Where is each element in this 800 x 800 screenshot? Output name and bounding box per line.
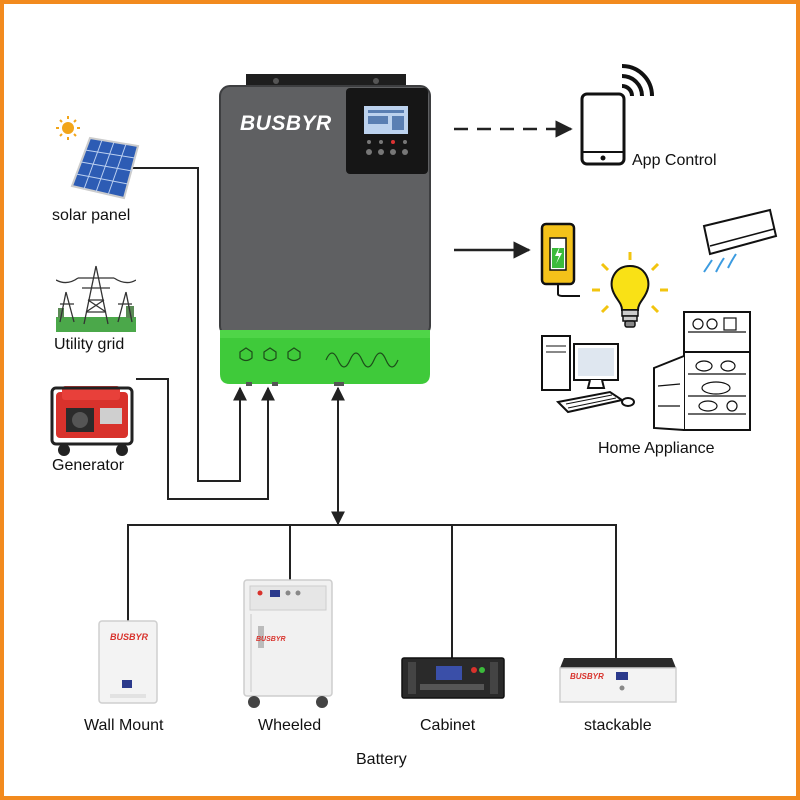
wall-mount-label: Wall Mount <box>84 717 164 734</box>
battery-caption: Battery <box>356 751 407 768</box>
generator-label: Generator <box>52 457 125 474</box>
connection-lines <box>127 120 617 664</box>
phone-charging-icon <box>540 222 580 297</box>
home-appliance-label: Home Appliance <box>598 440 715 457</box>
refrigerator-icon <box>653 311 751 431</box>
stackable-battery-icon <box>559 658 677 703</box>
generator-icon <box>50 386 134 456</box>
smartphone-wifi-icon <box>580 64 654 166</box>
utility-grid-label: Utility grid <box>54 336 125 353</box>
generator-wire <box>136 378 275 500</box>
wall-mount-battery-icon <box>98 620 158 704</box>
inverter-unit <box>219 74 431 386</box>
desktop-computer-icon <box>541 335 635 414</box>
solar-panel-label: solar panel <box>52 207 131 224</box>
inverter-brand-logo: BUSBYR <box>240 112 332 135</box>
stackable-label: stackable <box>584 717 652 734</box>
battery-bus <box>127 524 617 664</box>
wall-mount-brand-logo: BUSBYR <box>110 632 149 642</box>
cabinet-label: Cabinet <box>420 717 476 734</box>
app-control-label: App Control <box>632 152 717 169</box>
light-bulb-icon <box>592 252 668 328</box>
wheeled-brand-logo: BUSBYR <box>256 636 286 643</box>
solar-panel-icon <box>56 116 140 200</box>
solar-wire <box>128 167 247 482</box>
wheeled-label: Wheeled <box>258 717 322 734</box>
cabinet-battery-icon <box>401 657 505 699</box>
stackable-brand-logo: BUSBYR <box>570 672 604 681</box>
air-conditioner-icon <box>702 208 778 273</box>
utility-grid-icon <box>56 265 136 332</box>
wheeled-battery-icon <box>243 579 333 708</box>
